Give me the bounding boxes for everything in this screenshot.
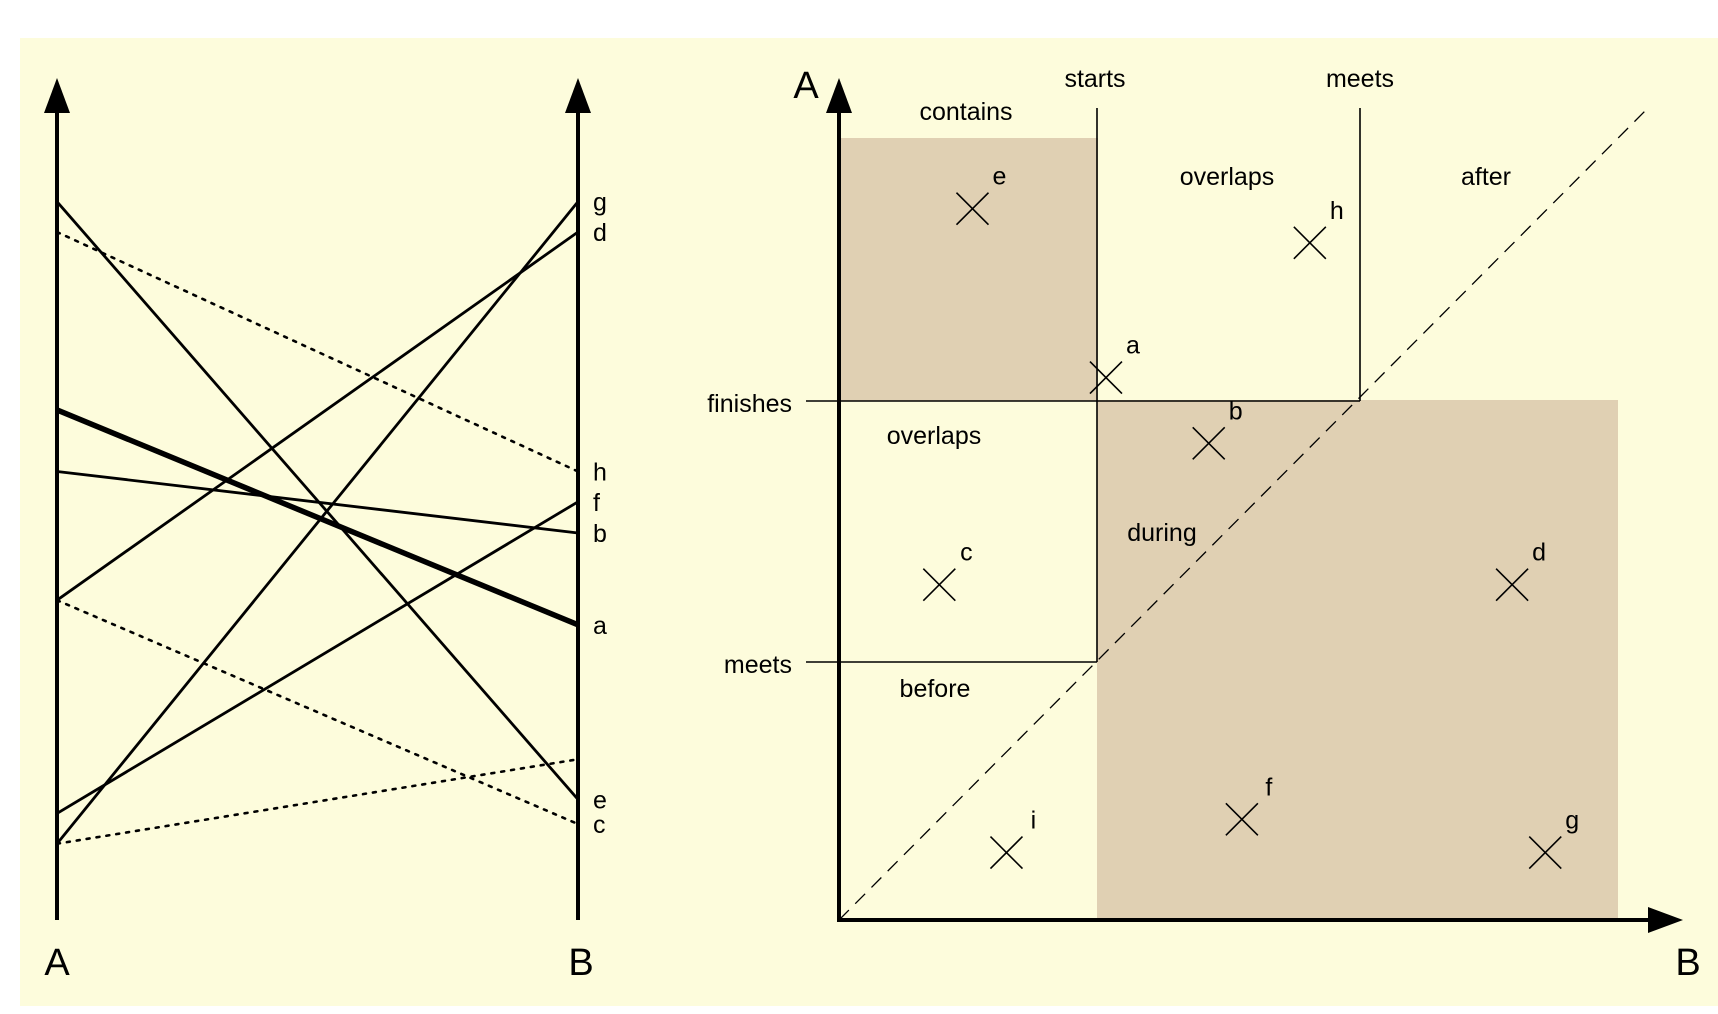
point-b-marker	[1192, 426, 1226, 460]
point-b-label: b	[1229, 397, 1243, 425]
starts-label: starts	[1064, 65, 1125, 93]
point-g-marker	[1528, 836, 1562, 870]
point-d-label: d	[1532, 539, 1546, 567]
parallel-line-i	[55, 757, 580, 846]
meets-top-label: meets	[1326, 65, 1394, 93]
point-e-marker	[955, 192, 990, 226]
axis-a-arrowhead	[44, 78, 70, 113]
point-e-label: e	[993, 163, 1007, 191]
parallel-label-e: e	[593, 786, 607, 814]
overlaps-top-label: overlaps	[1180, 163, 1275, 191]
point-f-marker	[1225, 802, 1259, 836]
point-h-marker	[1293, 226, 1327, 260]
meets-side-label: meets	[724, 651, 792, 679]
parallel-line-g	[55, 200, 580, 845]
parallel-label-f: f	[593, 489, 600, 517]
parallel-axis-a-label: A	[44, 942, 70, 984]
point-h-label: h	[1330, 197, 1344, 225]
point-a-label: a	[1126, 332, 1140, 360]
during-region	[1097, 400, 1618, 920]
point-g-label: g	[1565, 807, 1579, 835]
point-f-label: f	[1265, 773, 1272, 801]
parallel-lines-group	[55, 200, 580, 846]
interval-axis-a-arrowhead	[826, 78, 852, 113]
parallel-label-a: a	[593, 612, 607, 640]
axis-b-arrowhead	[565, 78, 591, 113]
interval-axis-a-label: A	[793, 65, 819, 107]
parallel-axis-b-label: B	[568, 942, 593, 984]
point-d-marker	[1495, 568, 1529, 602]
parallel-line-d	[56, 230, 579, 602]
point-i-label: i	[1031, 807, 1037, 835]
point-a-marker	[1089, 361, 1123, 395]
point-c-label: c	[960, 539, 973, 567]
point-c-marker	[922, 568, 956, 602]
overlaps-left-label: overlaps	[887, 422, 982, 450]
interval-axis-b-label: B	[1675, 942, 1700, 984]
point-i-marker	[989, 836, 1024, 870]
during-label: during	[1127, 519, 1197, 547]
interval-relation-plot: A B starts meets finishes meets contains…	[707, 65, 1700, 984]
before-label: before	[900, 675, 971, 703]
parallel-label-g: g	[593, 189, 607, 217]
parallel-line-c	[55, 598, 580, 826]
parallel-line-f	[56, 500, 579, 815]
interval-axis-b-arrowhead	[1648, 907, 1683, 933]
parallel-label-b: b	[593, 520, 607, 548]
parallel-line-a	[55, 407, 580, 628]
parallel-line-e	[55, 200, 580, 801]
after-label: after	[1461, 163, 1511, 191]
parallel-label-h: h	[593, 458, 607, 486]
interval-points-group: e h a b c d f i g	[922, 163, 1579, 870]
parallel-line-labels: gd hfb a ec	[593, 189, 607, 839]
parallel-label-c: c	[593, 811, 606, 839]
parallel-label-d: d	[593, 219, 607, 247]
parallel-coordinate-plot: gd hfb a ec A B	[44, 78, 607, 984]
diagonal-line	[838, 107, 1649, 921]
contains-region	[839, 138, 1098, 401]
contains-label: contains	[919, 98, 1012, 126]
finishes-label: finishes	[707, 390, 792, 418]
